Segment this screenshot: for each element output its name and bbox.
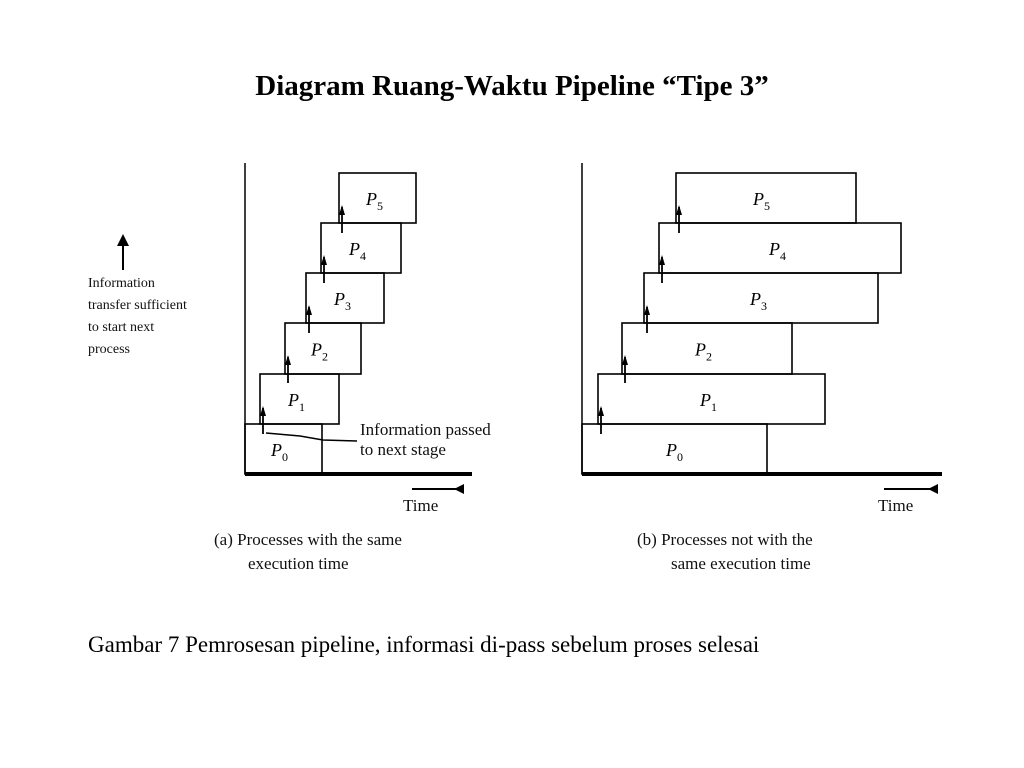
annotation-line: to next stage <box>360 440 446 459</box>
panel-a-process-label-p5: P5 <box>365 189 383 213</box>
panel-b-process-label-p0: P0 <box>665 440 683 464</box>
panel-b-process-box-p5 <box>675 172 857 224</box>
panel-b-time-arrow-icon <box>884 484 938 494</box>
panel-a-process-box-p3 <box>305 272 385 324</box>
subcaption-line: (b) Processes not with the <box>637 530 813 549</box>
panel-a-handoff-arrow-icon <box>306 305 312 315</box>
panel-a-subcaption: (a) Processes with the same execution ti… <box>214 528 402 576</box>
panel-b-process-label-p5: P5 <box>752 189 770 213</box>
info-passed-leader-line <box>265 432 358 442</box>
panel-a-handoff-arrow-icon <box>339 205 345 215</box>
panel-b-process-box-p3 <box>643 272 879 324</box>
panel-a-process-box-p2 <box>284 322 362 375</box>
info-passed-annotation: Information passed to next stage <box>360 420 491 460</box>
panel-b-axes <box>581 163 942 476</box>
panel-a-process-label-p1: P1 <box>287 390 305 414</box>
subcaption-line: (a) Processes with the same <box>214 530 402 549</box>
panel-b-process-label-p4: P4 <box>768 239 786 263</box>
subcaption-line: execution time <box>248 554 349 573</box>
panel-a-handoff-arrow-icon <box>285 355 291 365</box>
panel-b-handoff-arrow-icon <box>644 305 650 315</box>
panel-b-process-label-p3: P3 <box>749 289 767 313</box>
panel-b-process-box-p1 <box>597 373 826 425</box>
legend-up-arrow-icon <box>117 234 129 270</box>
panel-b-handoff-arrow-icon <box>659 255 665 265</box>
legend-note-line: process <box>88 342 130 357</box>
subcaption-line: same execution time <box>671 554 811 573</box>
panel-b-subcaption: (b) Processes not with the same executio… <box>637 528 813 576</box>
slide-title: Diagram Ruang-Waktu Pipeline “Tipe 3” <box>255 70 769 102</box>
legend-note-line: to start next <box>88 320 155 335</box>
legend-note-line: Information <box>88 276 155 291</box>
figure-caption: Gambar 7 Pemrosesan pipeline, informasi … <box>88 632 760 657</box>
panel-a-process-label-p0: P0 <box>270 440 288 464</box>
legend-note: Information transfer sufficient to start… <box>88 273 228 361</box>
panel-a-process-box-p0 <box>244 423 323 475</box>
panel-a-handoff-arrow-icon <box>321 255 327 265</box>
panel-a-process-label-p2: P2 <box>310 340 328 364</box>
panel-a-time-label: Time <box>403 496 439 515</box>
panel-a-process-box-p1 <box>259 373 340 425</box>
panel-b-process-box-p4 <box>658 222 902 274</box>
panel-a-process-label-p3: P3 <box>333 289 351 313</box>
panel-b-process-label-p1: P1 <box>699 390 717 414</box>
panel-b-process-label-p2: P2 <box>694 340 712 364</box>
panel-b-handoff-arrow-icon <box>676 205 682 215</box>
legend-note-line: transfer sufficient <box>88 298 187 313</box>
panel-b-handoff-arrow-icon <box>622 355 628 365</box>
panel-b-time-label: Time <box>878 496 914 515</box>
panel-b-process-boxes: P0 P1 P2 P3 P4 P5 <box>581 172 902 475</box>
panel-a-handoff-arrow-icon <box>260 406 266 416</box>
panel-a-process-box-p4 <box>320 222 402 274</box>
panel-a-time-arrow-icon <box>412 484 464 494</box>
annotation-line: Information passed <box>360 420 491 439</box>
panel-a-process-box-p5 <box>338 172 417 224</box>
panel-b-handoff-arrow-icon <box>598 406 604 416</box>
panel-a-process-label-p4: P4 <box>348 239 366 263</box>
